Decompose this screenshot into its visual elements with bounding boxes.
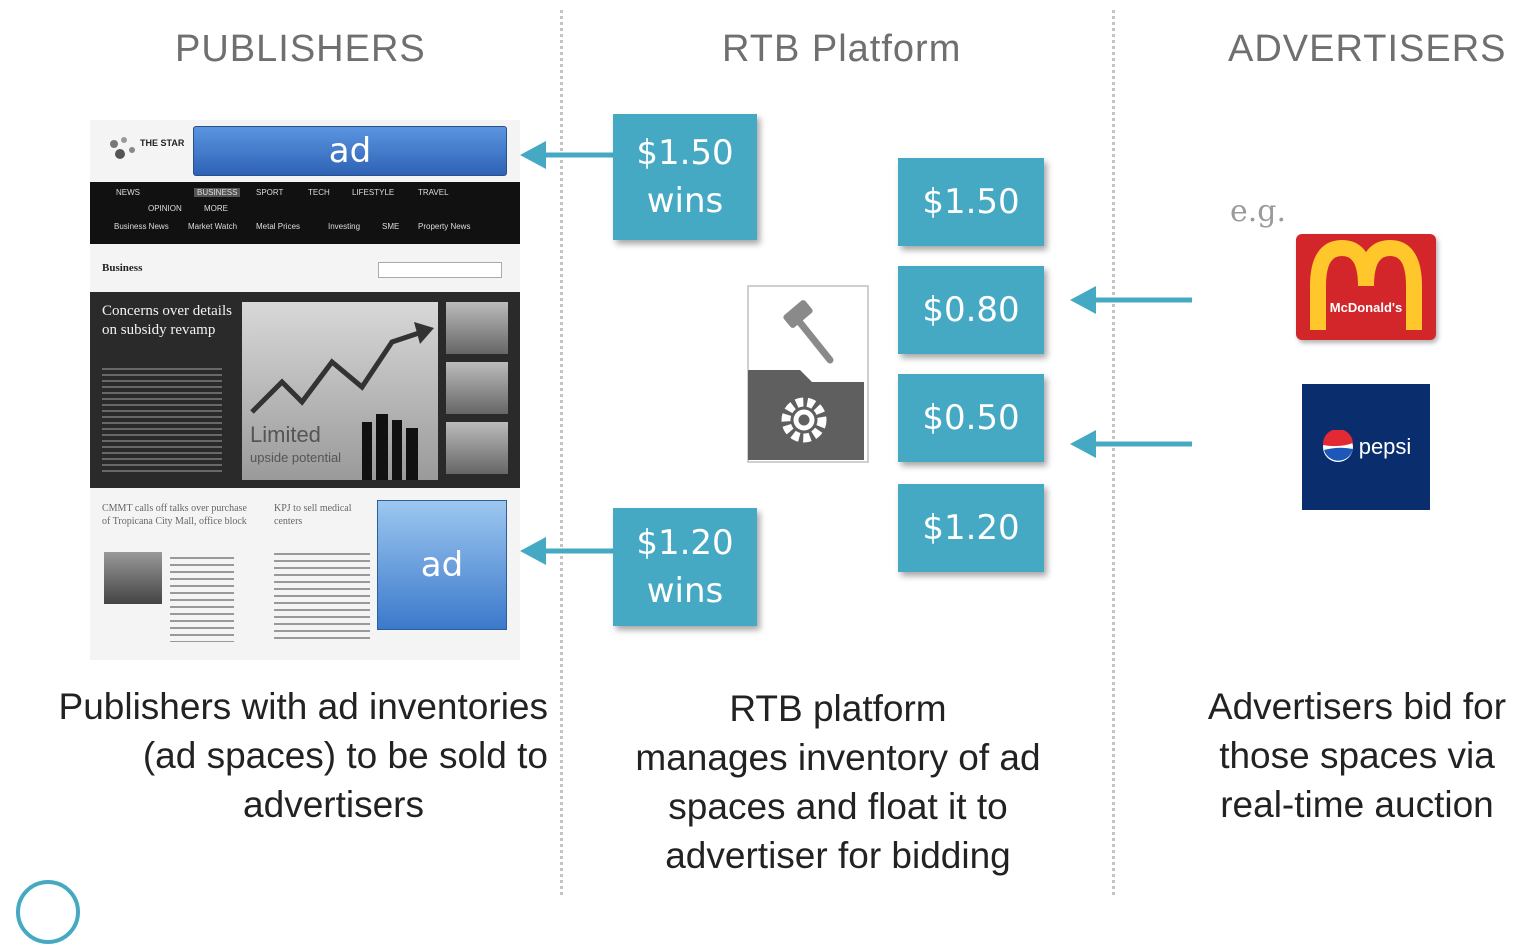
nav-subitem: SME bbox=[382, 222, 400, 231]
advertisers-caption: Advertisers bid for those spaces via rea… bbox=[1170, 682, 1532, 829]
site-nav-bar: NEWS BUSINESS SPORT TECH LIFESTYLE TRAVE… bbox=[90, 182, 520, 244]
masthead-name: THE STAR bbox=[140, 138, 185, 148]
section-title: Business bbox=[102, 262, 143, 274]
arrow-left-icon bbox=[520, 537, 616, 565]
bid-box: $0.80 bbox=[898, 266, 1044, 354]
story-body-text bbox=[170, 552, 234, 642]
bid-box: $1.50 bbox=[898, 158, 1044, 246]
caption-line: RTB platform bbox=[729, 688, 947, 729]
ad-slot-box: ad bbox=[377, 500, 507, 630]
rtb-platform-title: RTB Platform bbox=[722, 28, 962, 70]
winning-bid-label: wins bbox=[646, 571, 724, 611]
ad-slot-banner: ad bbox=[193, 126, 507, 176]
auction-gavel-folder-icon bbox=[742, 284, 872, 466]
nav-subitem: Property News bbox=[418, 222, 471, 231]
nav-item: SPORT bbox=[256, 188, 284, 197]
publishers-title: PUBLISHERS bbox=[175, 28, 426, 70]
caption-line: (ad spaces) to be sold to bbox=[142, 735, 548, 776]
hero-image: Limited upside potential bbox=[242, 302, 438, 480]
arrow-left-icon bbox=[1070, 286, 1192, 314]
site-search-box bbox=[378, 262, 502, 278]
nav-item: OPINION bbox=[148, 204, 182, 213]
nav-item: BUSINESS bbox=[194, 188, 241, 197]
hero-image-text: Limited bbox=[250, 422, 321, 447]
pepsi-logo: pepsi bbox=[1302, 384, 1430, 510]
story-headline: KPJ to sell medical centers bbox=[274, 503, 352, 527]
masthead-logo bbox=[104, 132, 140, 168]
story-headline: CMMT calls off talks over purchase of Tr… bbox=[102, 503, 247, 527]
column-divider bbox=[560, 10, 563, 895]
caption-line: those spaces via bbox=[1219, 735, 1495, 776]
hero-image-subtext: upside potential bbox=[250, 450, 342, 465]
column-divider bbox=[1112, 10, 1115, 895]
publisher-website-mockup: THE STAR NEWS BUSINESS SPORT TECH LIFEST… bbox=[90, 120, 520, 660]
pepsi-wordmark: pepsi bbox=[1358, 434, 1412, 459]
caption-line: Advertisers bid for bbox=[1207, 686, 1507, 727]
arrow-left-icon bbox=[1070, 430, 1192, 458]
nav-subitem: Business News bbox=[114, 222, 169, 231]
example-label: e.g. bbox=[1230, 194, 1287, 229]
platform-caption: RTB platform manages inventory of ad spa… bbox=[590, 684, 1086, 880]
caption-line: spaces and float it to bbox=[668, 786, 1008, 827]
hero-body-text bbox=[102, 364, 222, 474]
story-thumbnail bbox=[104, 552, 162, 604]
story-body-text bbox=[274, 548, 370, 642]
bid-box: $0.50 bbox=[898, 374, 1044, 462]
slide-badge bbox=[16, 880, 80, 944]
advertisers-title: ADVERTISERS bbox=[1228, 28, 1507, 70]
hero-headline: Concerns over details on subsidy revamp bbox=[102, 303, 232, 338]
side-thumbnail bbox=[446, 362, 508, 414]
winning-bid-amount: $1.20 bbox=[636, 523, 734, 563]
mcdonalds-logo: McDonald's bbox=[1296, 234, 1436, 340]
nav-subitem: Metal Prices bbox=[256, 222, 301, 231]
arrow-left-icon bbox=[520, 141, 616, 169]
side-thumbnail bbox=[446, 422, 508, 474]
winning-bid-label: wins bbox=[646, 181, 724, 221]
caption-line: advertisers bbox=[243, 784, 424, 825]
nav-item: TECH bbox=[308, 188, 330, 197]
caption-line: manages inventory of ad bbox=[635, 737, 1041, 778]
nav-item: NEWS bbox=[116, 188, 140, 197]
bid-box: $1.20 bbox=[898, 484, 1044, 572]
caption-line: Publishers with ad inventories bbox=[58, 686, 548, 727]
nav-item: TRAVEL bbox=[418, 188, 449, 197]
nav-subitem: Investing bbox=[328, 222, 361, 231]
nav-subitem: Market Watch bbox=[188, 222, 238, 231]
caption-line: real-time auction bbox=[1220, 784, 1494, 825]
caption-line: advertiser for bidding bbox=[665, 835, 1011, 876]
winning-bid-bottom: $1.20 wins bbox=[613, 508, 757, 626]
nav-item: LIFESTYLE bbox=[352, 188, 395, 197]
mcdonalds-wordmark: McDonald's bbox=[1329, 299, 1403, 315]
winning-bid-amount: $1.50 bbox=[636, 133, 734, 173]
publishers-caption: Publishers with ad inventories (ad space… bbox=[8, 682, 548, 829]
nav-item: MORE bbox=[204, 204, 228, 213]
hero-story: Concerns over details on subsidy revamp … bbox=[90, 292, 520, 488]
winning-bid-top: $1.50 wins bbox=[613, 114, 757, 240]
side-thumbnail bbox=[446, 302, 508, 354]
